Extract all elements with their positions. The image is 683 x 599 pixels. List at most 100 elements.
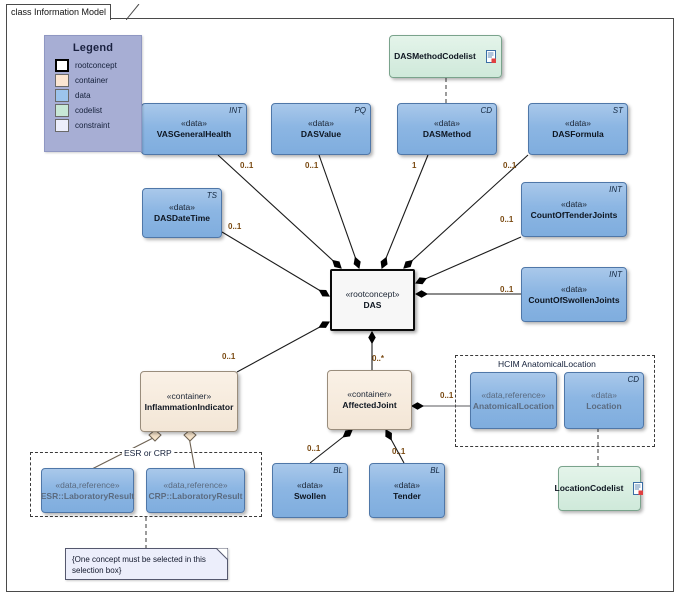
node-stereotype-count-of-swollen-joints: «data» — [561, 283, 587, 294]
node-inflammation-indicator[interactable]: «container» InflammationIndicator — [140, 371, 238, 432]
legend-item-constraint: constraint — [55, 119, 141, 132]
node-anatomical-location[interactable]: «data,reference» AnatomicalLocation — [470, 372, 557, 429]
group-hcim-anatomical-location — [455, 355, 655, 447]
document-icon — [633, 482, 644, 495]
node-type-count-of-tender-joints: INT — [609, 185, 622, 194]
node-type-vas-general-health: INT — [229, 106, 242, 115]
legend-swatch-codelist — [55, 104, 69, 117]
mult-affected-joint: 0..* — [372, 354, 385, 363]
mult-count-of-tender-joints: 0..1 — [500, 215, 514, 224]
legend-title: Legend — [72, 42, 114, 54]
node-esr-laboratory-result[interactable]: «data,reference» ESR::LaboratoryResult — [41, 468, 134, 513]
node-label-tender: Tender — [393, 490, 421, 501]
node-stereotype-das-value: «data» — [308, 118, 334, 128]
node-affected-joint[interactable]: «container» AffectedJoint — [327, 370, 412, 430]
node-stereotype-das: «rootconcept» — [345, 289, 400, 299]
mult-inflammation-indicator: 0..1 — [222, 352, 236, 361]
node-das-method-codelist[interactable]: DASMethodCodelist — [389, 35, 502, 78]
mult-vas-general-health: 0..1 — [240, 161, 254, 170]
legend-label-container: container — [75, 76, 108, 85]
legend-swatch-constraint — [55, 119, 69, 132]
title-tab-slant-icon — [126, 4, 140, 20]
node-stereotype-tender: «data» — [394, 479, 420, 490]
node-tender[interactable]: BL «data» Tender — [369, 463, 445, 518]
legend-swatch-data — [55, 89, 69, 102]
node-das-value[interactable]: PQ «data» DASValue — [271, 103, 371, 155]
node-label-das-formula: DASFormula — [552, 129, 604, 139]
node-stereotype-inflammation-indicator: «container» — [166, 390, 212, 401]
mult-swollen: 0..1 — [307, 444, 321, 453]
node-das-formula[interactable]: ST «data» DASFormula — [528, 103, 628, 155]
mult-tender: 0..1 — [392, 447, 406, 456]
node-count-of-swollen-joints[interactable]: INT «data» CountOfSwollenJoints — [521, 267, 627, 322]
node-stereotype-das-date-time: «data» — [169, 202, 195, 212]
diagram-title-tab: class Information Model — [6, 4, 112, 20]
node-label-affected-joint: AffectedJoint — [342, 400, 397, 410]
node-stereotype-esr-laboratory-result: «data,reference» — [55, 479, 120, 490]
node-label-location-codelist: LocationCodelist — [554, 483, 624, 493]
node-label-das-date-time: DASDateTime — [153, 213, 211, 223]
legend-label-constraint: constraint — [75, 121, 110, 130]
constraint-note: {One concept must be selected in this se… — [65, 548, 228, 580]
node-type-das-date-time: TS — [206, 191, 217, 200]
mult-das-value: 0..1 — [305, 161, 319, 170]
node-crp-laboratory-result[interactable]: «data,reference» CRP::LaboratoryResult — [146, 468, 245, 513]
node-stereotype-vas-general-health: «data» — [181, 118, 207, 128]
node-label-count-of-swollen-joints: CountOfSwollenJoints — [528, 294, 620, 305]
node-das[interactable]: «rootconcept» DAS — [330, 269, 415, 331]
node-type-tender: BL — [430, 466, 440, 475]
node-label-count-of-tender-joints: CountOfTenderJoints — [530, 209, 618, 220]
node-type-das-formula: ST — [612, 106, 623, 115]
node-das-date-time[interactable]: TS «data» DASDateTime — [142, 188, 222, 238]
node-stereotype-count-of-tender-joints: «data» — [561, 198, 587, 209]
node-stereotype-anatomical-location: «data,reference» — [481, 389, 546, 400]
node-stereotype-das-formula: «data» — [565, 118, 591, 128]
legend-label-data: data — [75, 91, 91, 100]
legend-item-data: data — [55, 89, 141, 102]
node-swollen[interactable]: BL «data» Swollen — [272, 463, 348, 518]
node-type-location: CD — [627, 375, 639, 384]
node-label-das: DAS — [363, 300, 382, 310]
node-stereotype-das-method: «data» — [434, 118, 460, 128]
node-label-das-method: DASMethod — [422, 129, 472, 139]
note-fold-icon — [216, 548, 228, 560]
node-stereotype-swollen: «data» — [297, 479, 323, 490]
node-type-swollen: BL — [333, 466, 343, 475]
node-stereotype-crp-laboratory-result: «data,reference» — [163, 479, 228, 490]
node-label-das-value: DASValue — [300, 129, 342, 139]
node-stereotype-location: «data» — [591, 389, 617, 400]
mult-count-of-swollen-joints: 0..1 — [500, 285, 514, 294]
node-location-codelist[interactable]: LocationCodelist — [554, 466, 644, 511]
legend-swatch-container — [55, 74, 69, 87]
mult-das-method: 1 — [412, 161, 417, 170]
node-location[interactable]: CD «data» Location — [564, 372, 644, 429]
group-label-esr-or-crp: ESR or CRP — [122, 448, 174, 458]
node-stereotype-affected-joint: «container» — [347, 389, 392, 399]
node-type-das-value: PQ — [354, 106, 366, 115]
mult-das-date-time: 0..1 — [228, 222, 242, 231]
legend-item-codelist: codelist — [55, 104, 141, 117]
legend-swatch-rootconcept — [55, 59, 69, 72]
node-label-das-method-codelist: DASMethodCodelist — [394, 51, 476, 61]
legend-label-codelist: codelist — [75, 106, 103, 115]
node-vas-general-health[interactable]: INT «data» VASGeneralHealth — [141, 103, 247, 155]
node-label-inflammation-indicator: InflammationIndicator — [144, 401, 234, 412]
mult-das-formula: 0..1 — [503, 161, 517, 170]
node-das-method[interactable]: CD «data» DASMethod — [397, 103, 497, 155]
legend-item-container: container — [55, 74, 141, 87]
node-label-esr-laboratory-result: ESR::LaboratoryResult — [40, 490, 135, 501]
legend-item-rootconcept: rootconcept — [55, 59, 141, 72]
legend-label-rootconcept: rootconcept — [75, 61, 117, 70]
node-type-count-of-swollen-joints: INT — [609, 270, 622, 279]
node-label-swollen: Swollen — [293, 490, 327, 501]
node-label-location: Location — [586, 400, 622, 411]
node-type-das-method: CD — [480, 106, 492, 115]
legend-panel: Legend rootconcept container data codeli… — [44, 35, 142, 152]
node-count-of-tender-joints[interactable]: INT «data» CountOfTenderJoints — [521, 182, 627, 237]
document-icon — [485, 50, 496, 63]
constraint-note-text: {One concept must be selected in this se… — [72, 555, 206, 575]
node-label-anatomical-location: AnatomicalLocation — [472, 400, 555, 411]
group-label-hcim-anatomical-location: HCIM AnatomicalLocation — [496, 359, 598, 369]
